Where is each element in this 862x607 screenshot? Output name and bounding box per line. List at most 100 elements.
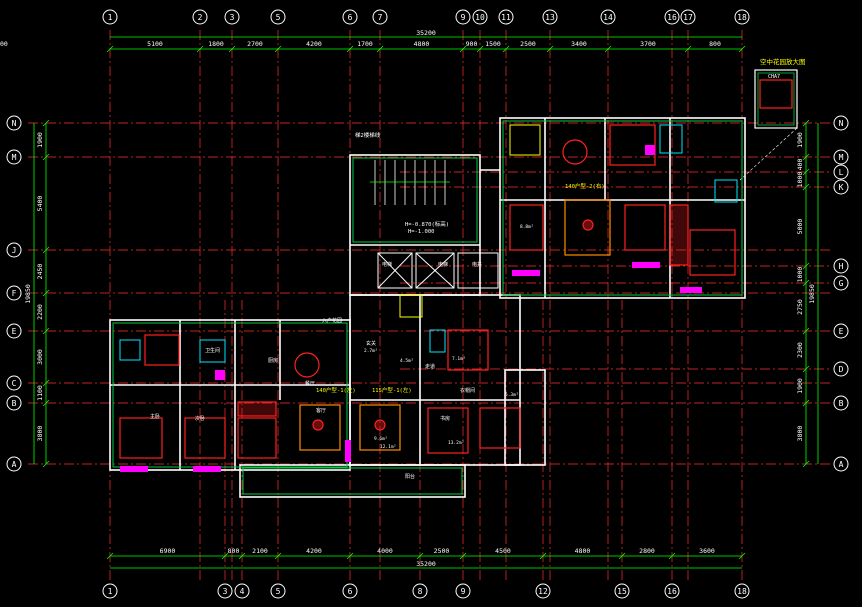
level-label: H=-0.870(标高) <box>405 220 449 228</box>
axis-bubble: 15 <box>614 583 630 599</box>
axis-bubble: 11 <box>498 9 514 25</box>
dim-value: 5000 <box>796 219 804 235</box>
dim-tick <box>802 168 810 176</box>
axis-bubble: N <box>6 115 22 131</box>
axis-bubble: 6 <box>342 583 358 599</box>
dim-tick <box>42 289 50 297</box>
room-label: 衣帽间 <box>460 387 475 394</box>
axis-bubble-label: A <box>12 460 17 469</box>
axis-bubble-label: 3 <box>223 587 228 596</box>
axis-bubble-label: 3 <box>230 13 235 22</box>
dim-tick <box>668 552 676 560</box>
room-label: 书房 <box>440 415 450 422</box>
axis-bubble-label: 6 <box>348 13 353 22</box>
room-label: 主卧 <box>150 413 160 420</box>
dim-tick <box>802 460 810 468</box>
axis-bubble-label: E <box>12 327 17 336</box>
dim-tick <box>546 45 554 53</box>
dim-tick <box>346 45 354 53</box>
dim-value: 4800 <box>414 40 430 48</box>
dim-value: 800 <box>709 40 721 48</box>
axis-bubble-label: M <box>12 153 17 162</box>
axis-bubble-label: K <box>839 183 844 192</box>
axis-bubble: 5 <box>270 583 286 599</box>
axis-bubble: E <box>833 323 849 339</box>
axis-bubble-circle <box>542 9 558 25</box>
dim-tick <box>42 399 50 407</box>
dim-value: 3400 <box>571 40 587 48</box>
area-label: 4.5m² <box>400 358 414 364</box>
axis-bubble-label: 12 <box>538 587 548 596</box>
dim-value: 4000 <box>377 547 393 555</box>
dim-value: 900 <box>466 40 478 48</box>
axis-bubble-circle <box>224 9 240 25</box>
room-label: 走道 <box>425 363 435 370</box>
axis-bubble-label: G <box>839 279 844 288</box>
axis-bubble-circle <box>498 9 514 25</box>
room-label: 阳台 <box>405 473 415 480</box>
axis-bubble: F <box>6 285 22 301</box>
axis-bubble-circle <box>680 9 696 25</box>
dim-tick <box>802 327 810 335</box>
axis-bubble: M <box>833 149 849 165</box>
dim-value: 3700 <box>640 40 656 48</box>
dim-value: 2300 <box>796 342 804 358</box>
room-label: 玄关 <box>366 340 376 347</box>
dim-value: 3600 <box>699 547 715 555</box>
room-label: 卫生间 <box>205 347 220 354</box>
axis-bubble-label: 9 <box>461 587 466 596</box>
axis-bubble: 10 <box>472 9 488 25</box>
unit-label: 115户型-1(左) <box>372 386 412 394</box>
axis-bubble: M <box>6 149 22 165</box>
dim-tick <box>106 45 114 53</box>
unit-label: 140户型-1(左) <box>316 386 356 394</box>
axis-bubble-circle <box>270 9 286 25</box>
axis-bubble: J <box>6 242 22 258</box>
axis-bubble-label: M <box>839 153 844 162</box>
axis-bubble-circle <box>6 456 22 472</box>
axis-bubble: 16 <box>664 583 680 599</box>
dim-tick <box>376 45 384 53</box>
dim-value: 1700 <box>357 40 373 48</box>
axis-bubble-label: 16 <box>667 587 677 596</box>
room-label: 入户花园 <box>322 317 342 324</box>
axis-bubble: L <box>833 164 849 180</box>
axis-bubble: H <box>833 258 849 274</box>
dim-tick <box>459 552 467 560</box>
dim-total-bottom: 35200 <box>416 560 436 568</box>
dim-tick <box>42 153 50 161</box>
elevator-label: 电梯 <box>438 261 448 268</box>
dim-value: 5400 <box>36 196 44 212</box>
dim-value: 3100 <box>0 40 8 48</box>
detail-caption: 空中花园放大图 <box>760 57 806 66</box>
dim-tick <box>802 153 810 161</box>
axis-bubble-circle <box>102 583 118 599</box>
axis-bubble-circle <box>412 583 428 599</box>
dim-value: 2500 <box>434 547 450 555</box>
axis-bubble: D <box>833 361 849 377</box>
dim-tick <box>42 119 50 127</box>
dim-value: 3000 <box>36 349 44 365</box>
dim-value: 1000 <box>796 172 804 188</box>
dim-tick <box>802 279 810 287</box>
axis-bubble-circle <box>102 9 118 25</box>
axis-bubble-label: 1 <box>108 13 113 22</box>
dim-value: 1800 <box>208 40 224 48</box>
axis-bubble: 18 <box>734 9 750 25</box>
dim-value: 800 <box>228 547 240 555</box>
axis-bubble-circle <box>833 164 849 180</box>
axis-bubble-label: 7 <box>378 13 383 22</box>
axis-bubble-label: L <box>839 168 844 177</box>
elevator-shafts <box>377 252 499 289</box>
dim-tick <box>502 45 510 53</box>
axis-bubble: K <box>833 179 849 195</box>
axis-bubble-label: A <box>839 460 844 469</box>
axis-bubble-label: 10 <box>475 13 485 22</box>
axis-bubble: 17 <box>680 9 696 25</box>
axis-bubble-label: 5 <box>276 587 281 596</box>
axis-bubble-label: 17 <box>683 13 693 22</box>
axis-bubble: 9 <box>455 9 471 25</box>
